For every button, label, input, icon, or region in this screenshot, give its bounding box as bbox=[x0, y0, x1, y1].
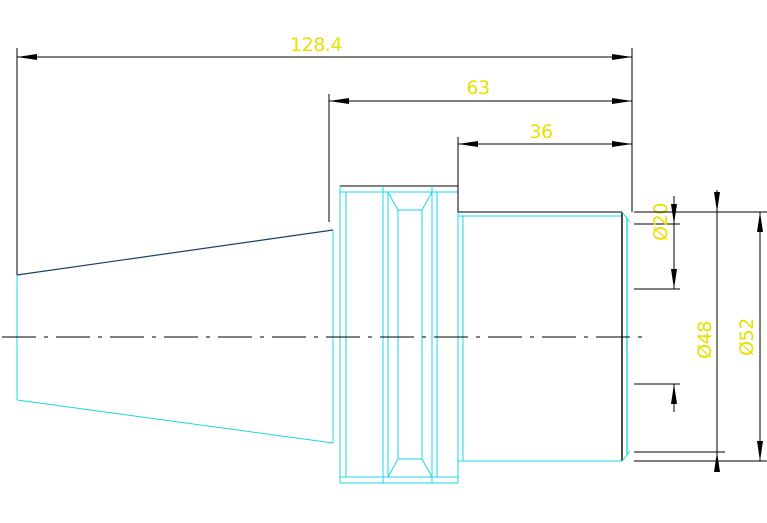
dimension-outer-diameter: Ø52 bbox=[634, 190, 767, 472]
dimension-label: Ø48 bbox=[694, 321, 716, 359]
arrow-top bbox=[671, 384, 677, 404]
flange bbox=[339, 185, 459, 484]
arrow-bottom bbox=[671, 269, 677, 289]
arrow-top bbox=[671, 204, 677, 224]
dimension-label: Ø20 bbox=[650, 203, 672, 241]
dimension-flange-length: 63 bbox=[328, 77, 632, 222]
v-groove-bottom bbox=[387, 458, 433, 478]
arrow-bottom-outer bbox=[757, 441, 763, 461]
dimension-bore-diameter: Ø20 bbox=[634, 196, 680, 290]
end-chamfer-bottom bbox=[621, 450, 631, 462]
arrow-top-inner bbox=[714, 192, 720, 212]
dimension-label: 36 bbox=[529, 121, 552, 143]
part-outline bbox=[16, 185, 631, 484]
dimension-label: 128.4 bbox=[290, 34, 342, 56]
dimension-label: 63 bbox=[466, 77, 489, 99]
dimension-overall-length: 128.4 bbox=[16, 34, 633, 275]
arrow-bottom-inner bbox=[714, 452, 720, 472]
arrow-right bbox=[612, 141, 632, 147]
taper-top-edge bbox=[16, 229, 334, 276]
dimension-label: Ø52 bbox=[736, 318, 758, 356]
dimension-shank-length: 36 bbox=[457, 121, 632, 212]
arrow-top-outer bbox=[757, 212, 763, 232]
arrow-right bbox=[612, 98, 632, 104]
dimension-shank-diameter: Ø48 bbox=[634, 321, 716, 412]
v-groove-top bbox=[387, 191, 433, 211]
arrow-left bbox=[329, 98, 349, 104]
end-chamfer-top bbox=[621, 211, 631, 223]
taper-bottom-edge bbox=[16, 399, 334, 444]
arrow-right bbox=[612, 54, 632, 60]
arrow-left bbox=[458, 141, 478, 147]
arrow-left bbox=[17, 54, 37, 60]
